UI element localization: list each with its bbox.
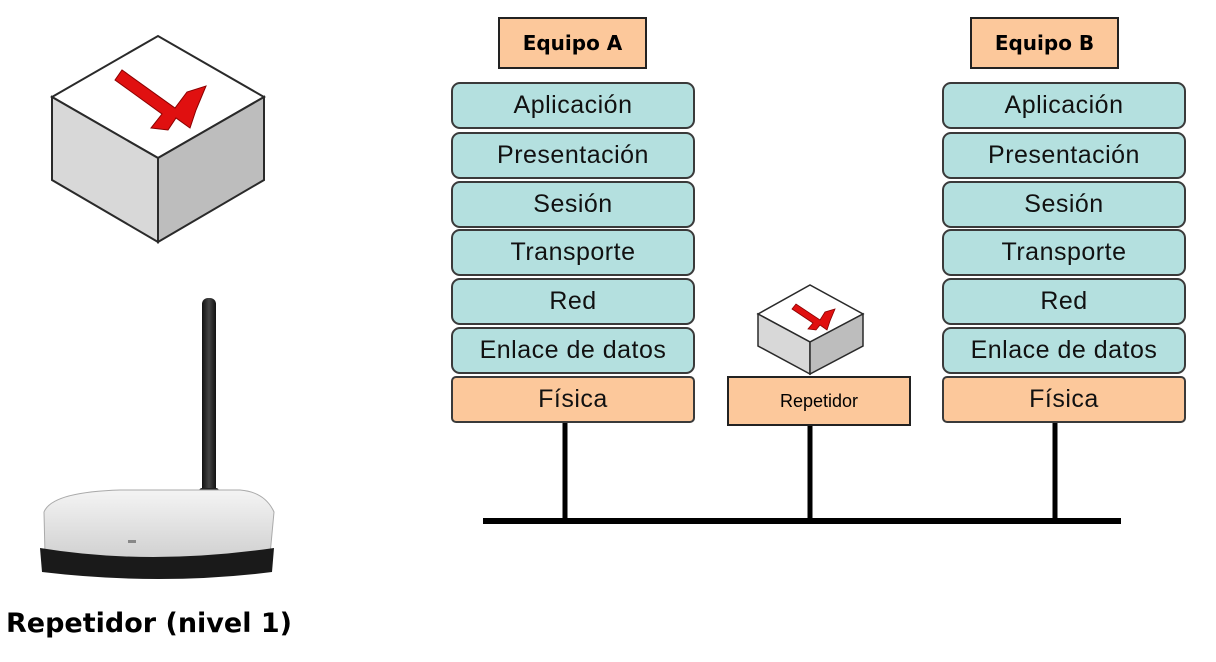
- equipo-b-layer-transporte: Transporte: [942, 229, 1186, 276]
- equipo-a-layer-sesion: Sesión: [451, 181, 695, 228]
- equipo-b-layer-sesion: Sesión: [942, 181, 1186, 228]
- equipo-a-layer-aplicacion: Aplicación: [451, 82, 695, 129]
- equipo-b-layer-fisica: Física: [942, 376, 1186, 423]
- equipo-a-layer-enlace: Enlace de datos: [451, 327, 695, 374]
- equipo-a-title: Equipo A: [498, 17, 647, 69]
- equipo-b-title: Equipo B: [970, 17, 1119, 69]
- equipo-b-layer-enlace: Enlace de datos: [942, 327, 1186, 374]
- equipo-a-layer-presentacion: Presentación: [451, 132, 695, 179]
- equipo-a-layer-fisica: Física: [451, 376, 695, 423]
- equipo-a-layer-transporte: Transporte: [451, 229, 695, 276]
- equipo-a-layer-red: Red: [451, 278, 695, 325]
- equipo-b-layer-presentacion: Presentación: [942, 132, 1186, 179]
- caption: Repetidor (nivel 1): [6, 608, 293, 639]
- equipo-b-layer-aplicacion: Aplicación: [942, 82, 1186, 129]
- equipo-b-layer-red: Red: [942, 278, 1186, 325]
- repetidor-box: Repetidor: [727, 376, 911, 426]
